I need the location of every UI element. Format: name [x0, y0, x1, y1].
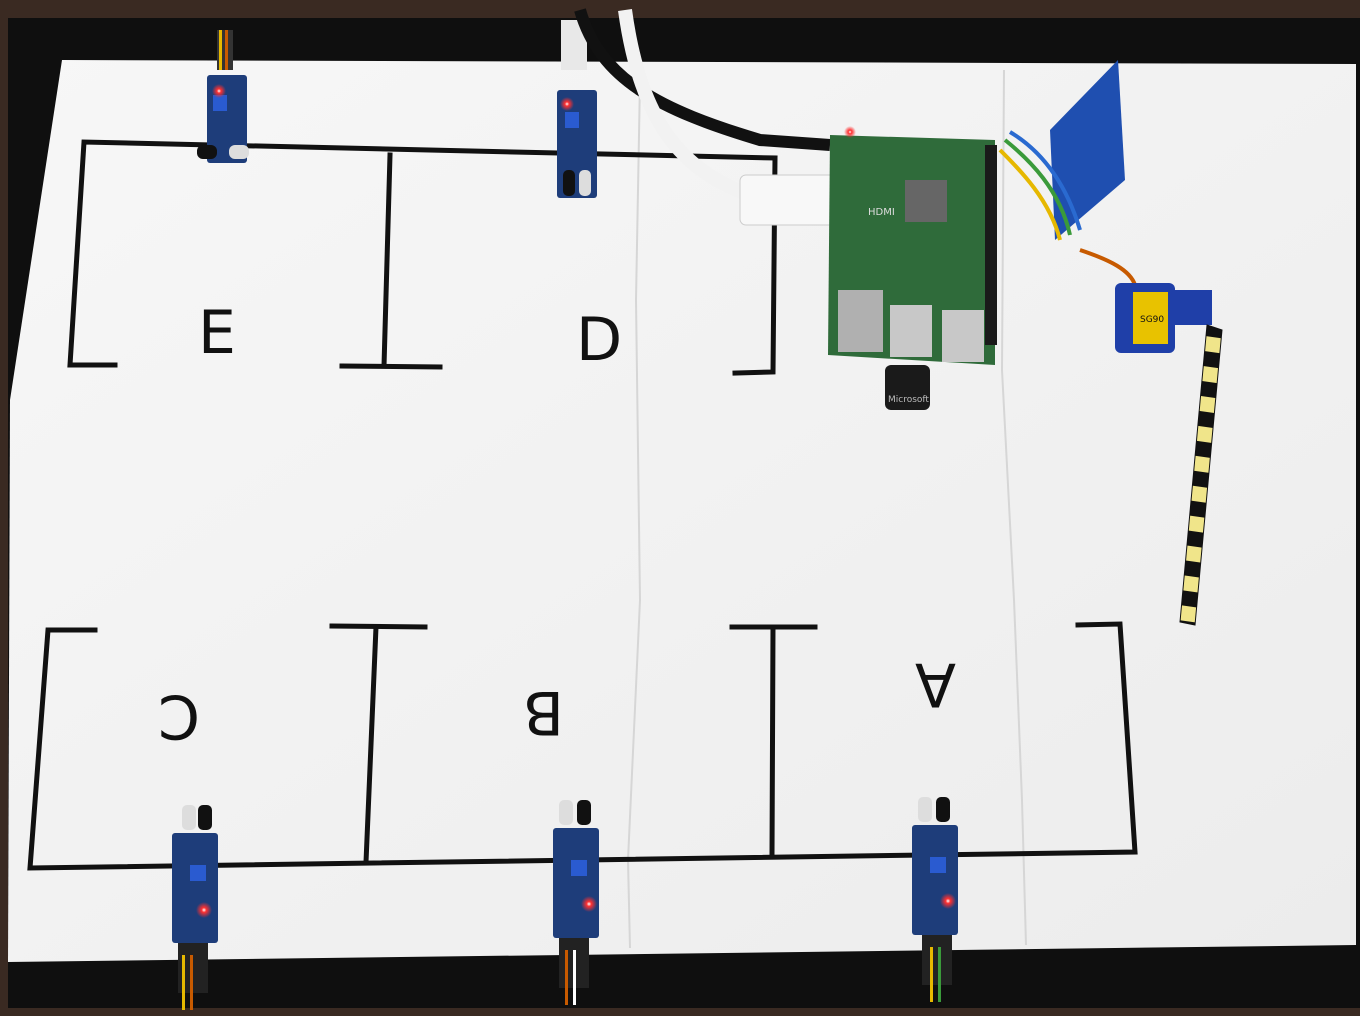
bay-label-d: D — [576, 305, 622, 375]
servo-label: SG90 — [1140, 315, 1164, 325]
raspberry-pi-icon: Microsoft HDMI — [828, 126, 997, 410]
top-bays — [67, 139, 778, 376]
hdmi-connector — [739, 174, 836, 226]
ir-sensor-icon — [912, 797, 958, 1002]
white-hdmi-cable — [618, 9, 753, 202]
hdmi-label: HDMI — [868, 207, 895, 218]
bay-label-b: B — [523, 677, 564, 747]
dongle-label: Microsoft — [888, 395, 929, 405]
stepper-driver-icon — [998, 60, 1125, 241]
bay-label-a: A — [915, 649, 956, 719]
ir-sensor-icon — [553, 800, 599, 1005]
ir-sensor-icon — [197, 30, 249, 163]
bay-label-c: C — [158, 681, 200, 751]
paper-crease-1 — [626, 79, 642, 949]
ir-sensor-icon — [172, 805, 218, 1010]
paper-crease-2 — [1000, 69, 1027, 946]
striped-stick-icon — [1179, 324, 1223, 626]
bay-label-e: E — [198, 298, 236, 368]
ir-sensor-icon — [557, 20, 597, 198]
servo-icon: SG90 — [1079, 248, 1212, 353]
